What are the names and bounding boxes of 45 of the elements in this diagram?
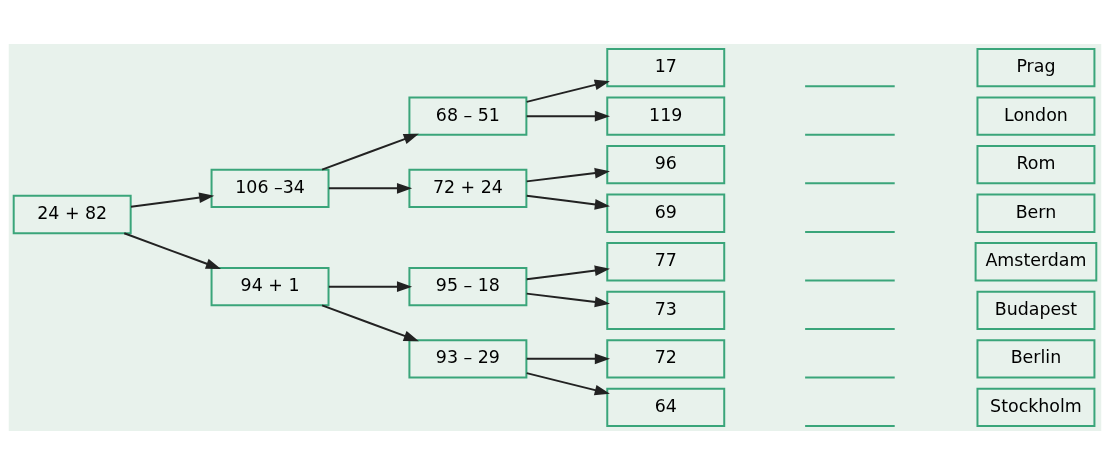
node-line: [804, 84, 896, 87]
arrow: [525, 353, 610, 364]
node-box: 96: [606, 144, 726, 184]
node-line: [804, 230, 896, 233]
node-box: Budapest: [976, 290, 1096, 330]
node-line: [804, 327, 896, 330]
node-box: Amsterdam: [974, 241, 1098, 281]
node-line: [804, 376, 896, 378]
node-box: Prag: [976, 47, 1096, 87]
arrow: [525, 194, 610, 210]
node-box: 72: [606, 338, 726, 378]
node-box: 72 + 24: [408, 168, 528, 208]
arrow: [123, 231, 222, 269]
node-line: [804, 424, 896, 427]
node-box: 77: [606, 241, 726, 281]
node-line: [804, 133, 896, 136]
node-box: 119: [606, 96, 726, 136]
arrow: [327, 182, 413, 194]
node-box: 94 + 1: [210, 266, 330, 306]
arrow: [525, 264, 610, 280]
node-box: Rom: [976, 144, 1096, 184]
node-box: 73: [606, 290, 726, 330]
arrow: [525, 110, 610, 121]
arrow: [525, 371, 610, 395]
node-box: 24 + 82: [12, 194, 132, 234]
node-box: London: [976, 96, 1096, 136]
node-line: [804, 181, 896, 184]
node-line: [804, 278, 896, 281]
arrow: [525, 292, 610, 307]
node-box: 69: [606, 193, 726, 233]
arrow: [525, 167, 610, 182]
node-box: Stockholm: [976, 387, 1096, 427]
arrow: [130, 191, 215, 208]
node-box: 68 – 51: [408, 96, 528, 136]
arrow: [321, 133, 419, 171]
arrow: [321, 303, 419, 341]
arrow: [525, 79, 610, 103]
node-box: 95 – 18: [408, 266, 528, 306]
arrow: [327, 280, 413, 292]
node-box: 17: [606, 47, 726, 87]
node-box: Bern: [976, 193, 1096, 233]
node-box: Berlin: [976, 338, 1096, 378]
node-box: 64: [606, 387, 726, 427]
node-box: 106 –34: [210, 168, 330, 208]
node-box: 93 – 29: [408, 338, 528, 378]
